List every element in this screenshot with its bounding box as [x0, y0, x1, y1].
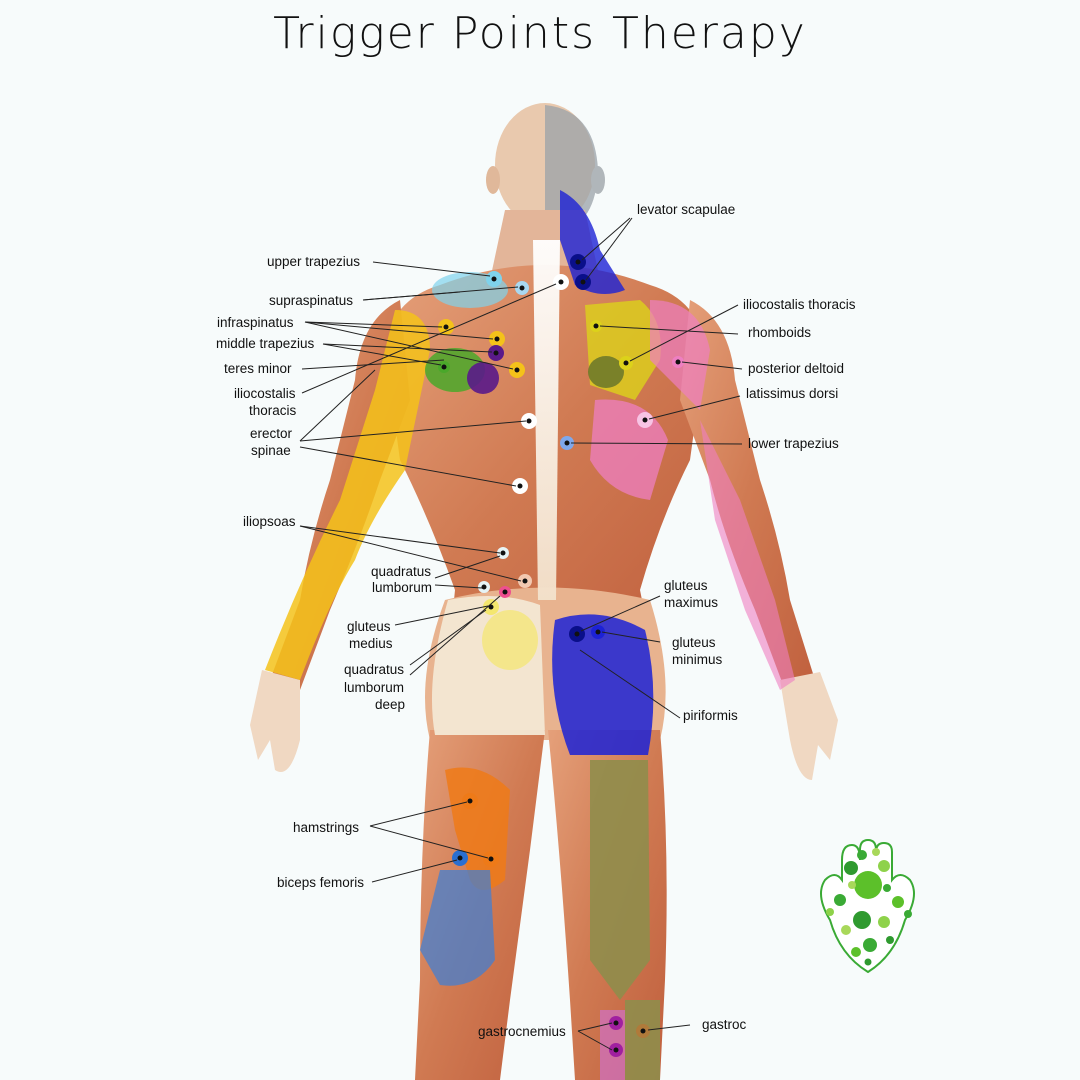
label-hamstrings: hamstrings — [293, 820, 360, 835]
label-gluteus-maximus-1: gluteus — [664, 578, 708, 593]
label-erector-spinae-1: erector — [250, 426, 293, 441]
label-middle-trapezius: middle trapezius — [216, 336, 315, 351]
gluteus-medius-yellow-zone — [482, 610, 538, 670]
label-gluteus-medius-2: medius — [349, 636, 393, 651]
page-title: Trigger Points Therapy — [273, 8, 807, 59]
rhomboid-olive-zone — [588, 356, 624, 388]
label-gluteus-medius-1: gluteus — [347, 619, 391, 634]
label-supraspinatus: supraspinatus — [269, 293, 354, 308]
label-levator-scapulae: levator scapulae — [637, 202, 736, 217]
label-upper-trapezius: upper trapezius — [267, 254, 361, 269]
trigger-points — [438, 254, 684, 1057]
biceps-femoris-blue-zone — [420, 870, 495, 986]
label-quadratus-lumborum-2: lumborum — [372, 580, 433, 595]
right-arm — [680, 300, 815, 690]
middle-trap-purple-zone — [467, 362, 499, 394]
label-posterior-deltoid: posterior deltoid — [748, 361, 845, 376]
label-quadratus-lumborum-deep-1: quadratus — [344, 662, 405, 677]
referral-zones — [265, 190, 795, 1080]
label-gluteus-minimus-2: minimus — [672, 652, 723, 667]
label-gastroc: gastroc — [702, 1017, 747, 1032]
label-iliocostalis-thoracis: iliocostalis thoracis — [743, 297, 856, 312]
label-quadratus-lumborum-1: quadratus — [371, 564, 432, 579]
right-leg-olive-zone — [590, 760, 650, 1000]
label-infraspinatus: infraspinatus — [217, 315, 294, 330]
label-iliopsoas: iliopsoas — [243, 514, 296, 529]
leader-lines — [299, 217, 743, 1051]
gluteus-maximus-blue-zone — [552, 614, 654, 755]
label-quadratus-lumborum-deep-2: lumborum — [344, 680, 405, 695]
label-latissimus-dorsi: latissimus dorsi — [746, 386, 839, 401]
label-biceps-femoris: biceps femoris — [277, 875, 365, 890]
left-shoulder-yellow-zone — [265, 310, 430, 680]
label-gluteus-maximus-2: maximus — [664, 595, 719, 610]
label-lower-trapezius: lower trapezius — [748, 436, 839, 451]
right-arm-pink-zone — [700, 420, 795, 690]
label-rhomboids: rhomboids — [748, 325, 812, 340]
right-hand — [780, 672, 838, 780]
label-quadratus-lumborum-deep-3: deep — [375, 697, 406, 712]
hamsa-hand-icon — [820, 838, 915, 974]
label-iliocostalis-left-1: iliocostalis — [234, 386, 296, 401]
label-gluteus-minimus-1: gluteus — [672, 635, 716, 650]
label-erector-spinae-2: spinae — [251, 443, 291, 458]
label-gastrocnemius: gastrocnemius — [478, 1024, 566, 1039]
label-iliocostalis-left-2: thoracis — [249, 403, 297, 418]
left-hand — [250, 670, 300, 772]
right-calf-olive-zone — [625, 1000, 660, 1080]
left-gluteus-pale-zone — [431, 596, 545, 735]
label-piriformis: piriformis — [683, 708, 738, 723]
label-teres-minor: teres minor — [224, 361, 292, 376]
head-right-shade — [545, 105, 598, 230]
spine-strip — [533, 240, 560, 600]
